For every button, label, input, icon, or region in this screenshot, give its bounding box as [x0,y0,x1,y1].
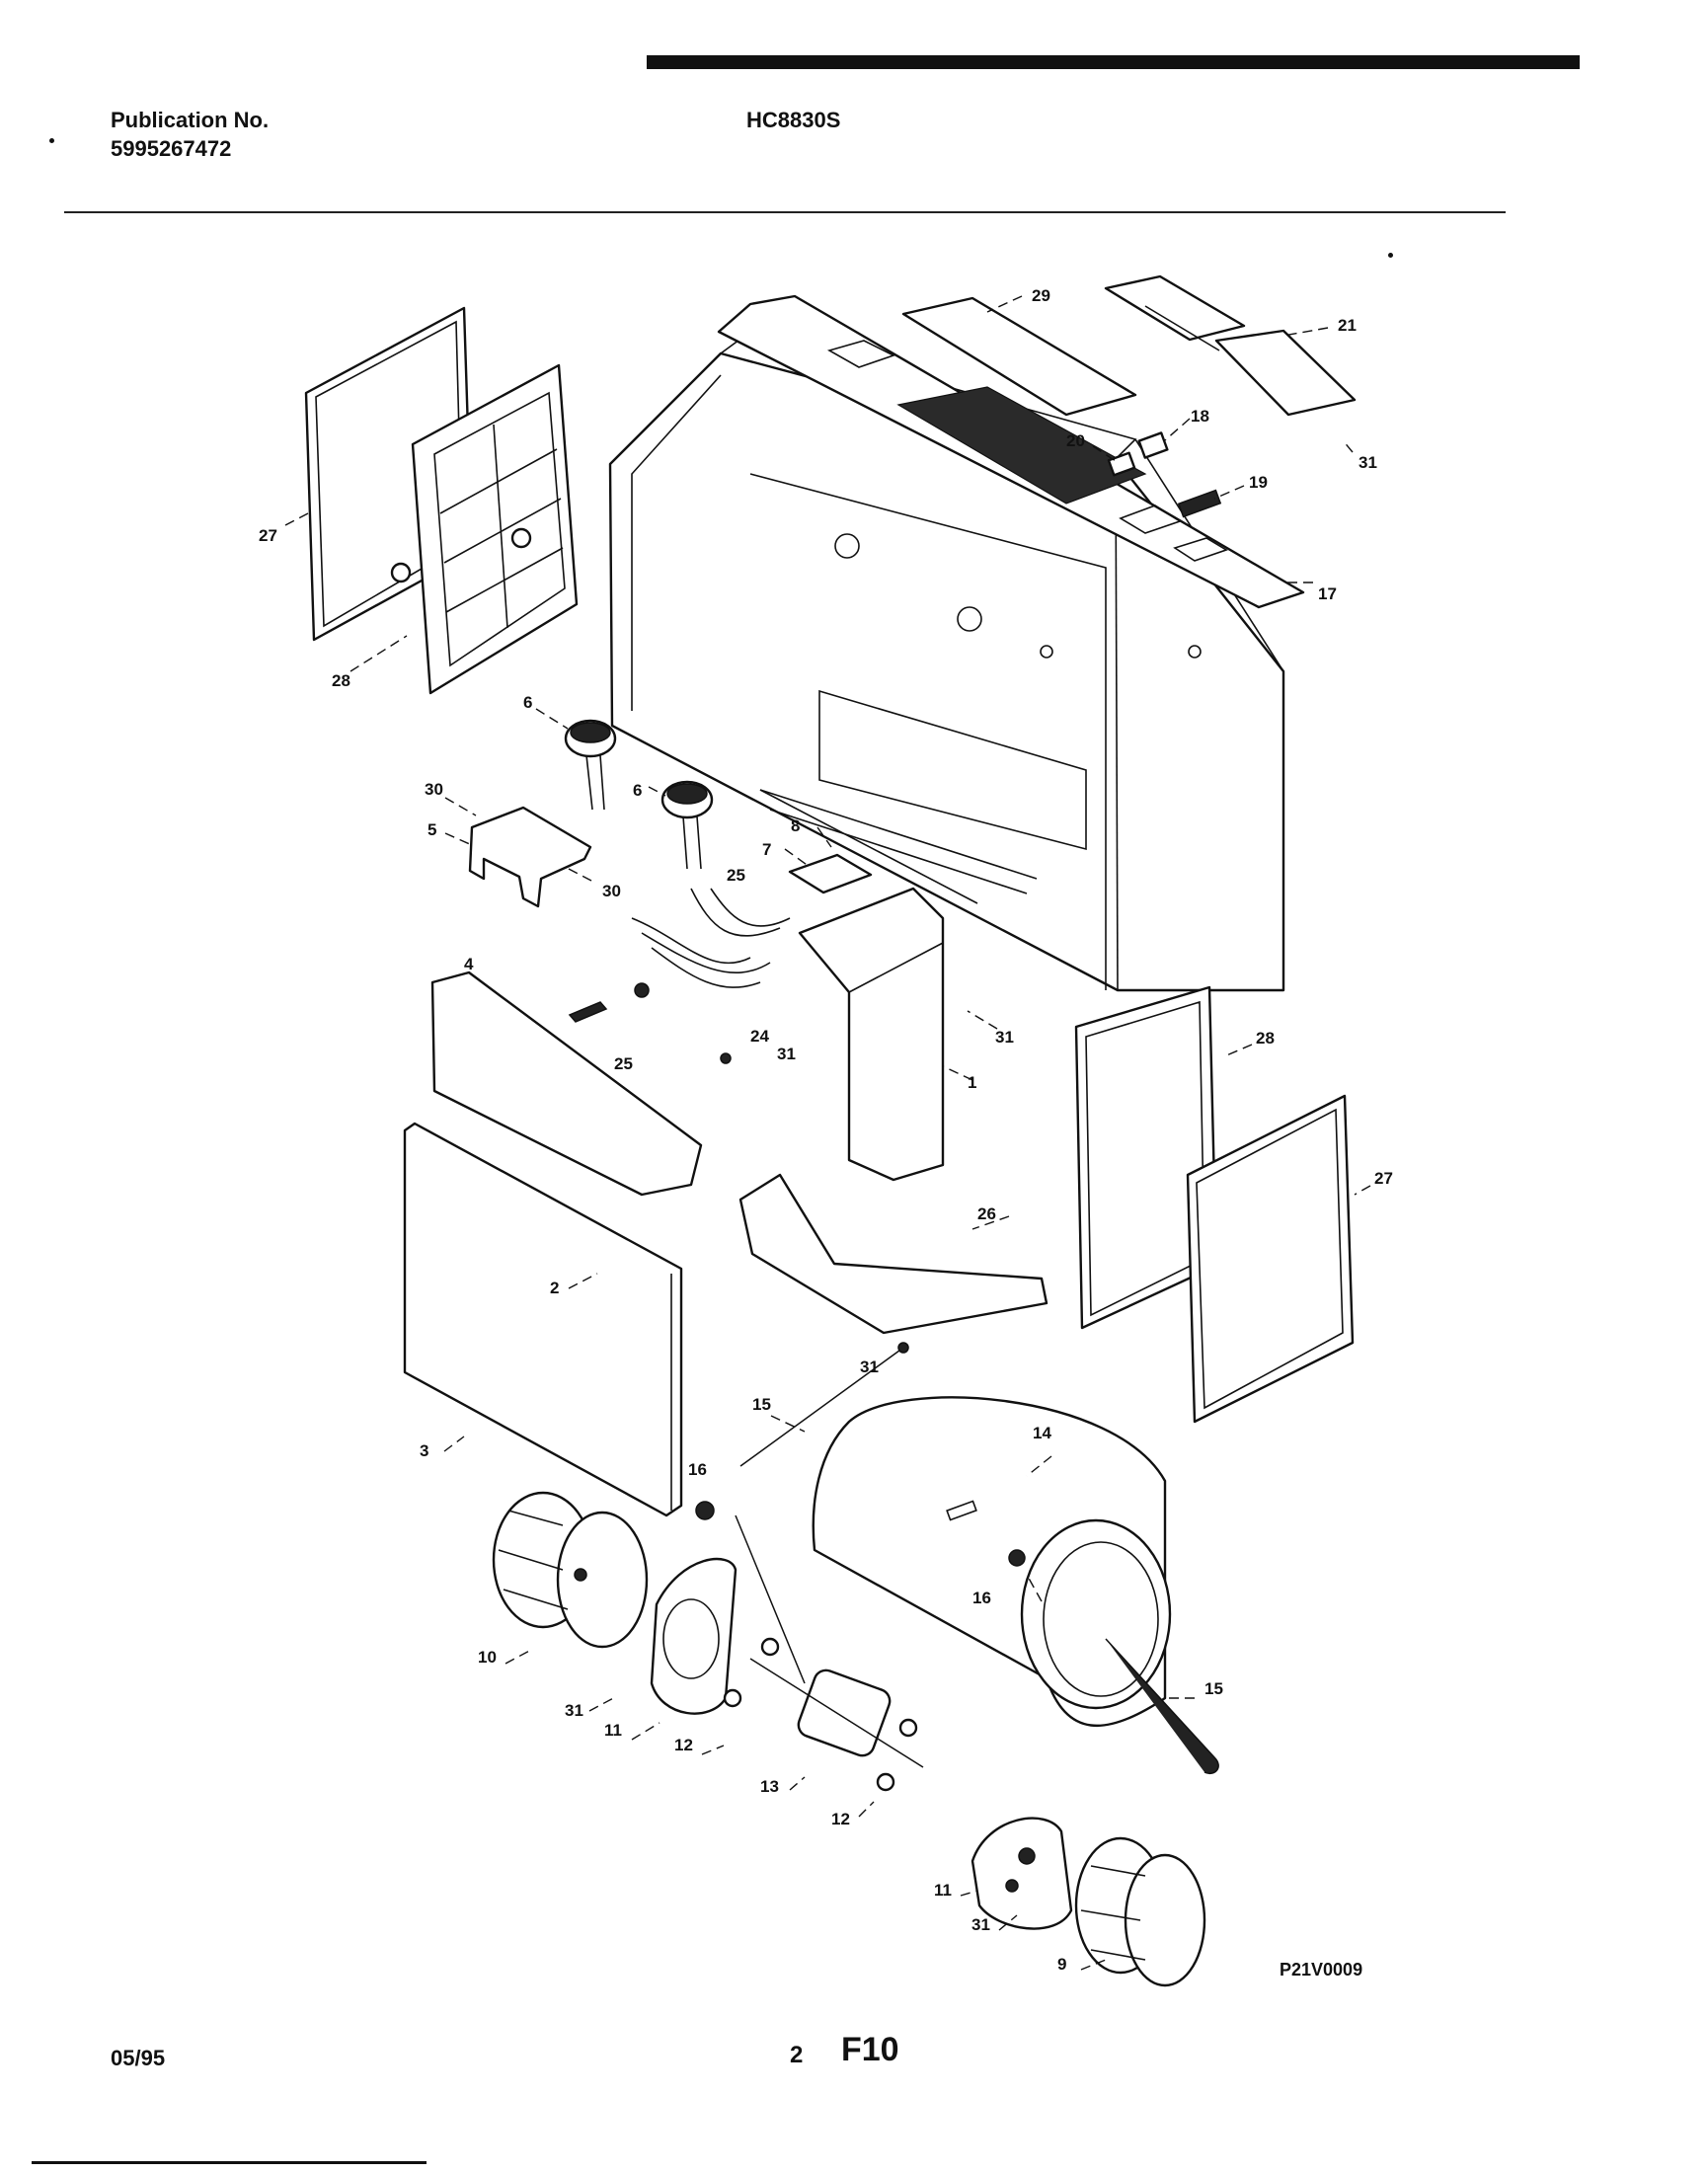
callout-9: 9 [1057,1955,1066,1974]
part-26-base-tray [738,1173,1048,1335]
part-15-tie-rod [1105,1638,1219,1774]
callout-31: 31 [777,1045,796,1063]
part-16-grommet [695,1501,715,1520]
callout-14: 14 [1033,1424,1051,1442]
callout-31: 31 [1359,453,1377,472]
callout-18: 18 [1191,407,1209,426]
part-10-blower-wheel [492,1491,649,1649]
part-12-nut [760,1637,780,1657]
callouts: 29 21 18 31 20 19 17 27 28 6 6 30 5 30 8… [259,286,1393,1974]
part-28-filter-left [390,363,579,695]
callout-19: 19 [1249,473,1268,492]
part-6-capacitor [660,780,714,870]
part-27-filter-frame-right [1186,1094,1355,1424]
part-20-clip [1107,451,1136,477]
part-13-fan-motor [735,1514,924,1768]
callout-29: 29 [1032,286,1050,305]
model-number: HC8830S [746,108,841,132]
callout-7: 7 [762,840,771,859]
top-heavy-rule [647,55,1580,69]
callout-16: 16 [972,1589,991,1607]
callout-26: 26 [977,1204,996,1223]
part-7-terminal-block [788,853,873,894]
callout-11: 11 [604,1721,622,1740]
callout-13: 13 [760,1777,779,1796]
part-12-nut [876,1772,895,1792]
figure-code: F10 [841,2031,899,2068]
publication-number: 5995267472 [111,136,232,161]
bottom-rule [32,2161,427,2164]
callout-28: 28 [1256,1029,1275,1048]
callout-21: 21 [1338,316,1357,335]
part-1-partition [798,887,945,1182]
header-divider [64,211,1506,213]
callout-31: 31 [565,1701,583,1720]
callout-30: 30 [602,882,621,900]
callout-17: 17 [1318,584,1337,603]
callout-28: 28 [332,671,350,690]
part-19-label [1177,489,1222,518]
callout-11: 11 [934,1881,952,1900]
callout-31: 31 [971,1915,990,1934]
callout-10: 10 [478,1648,497,1667]
part-29-gasket [901,296,1137,417]
leader-lines [284,295,1371,1971]
part-3-front-panel [403,1122,683,1517]
part-12-nut [723,1688,742,1708]
callout-6: 6 [523,693,532,712]
callout-24: 24 [750,1027,769,1046]
part-17-top-panel [717,294,1305,609]
callout-2: 2 [550,1279,559,1297]
callout-6: 6 [633,781,642,800]
callout-20: 20 [1066,431,1085,450]
callout-31: 31 [995,1028,1014,1047]
publication-date: 05/95 [111,2046,166,2070]
part-5-bracket [468,806,592,908]
part-14-scroll-housing [812,1396,1172,1728]
part-11-motor-mount [970,1817,1073,1930]
part-4-front-top-panel [430,971,703,1197]
margin-dot [49,138,54,143]
callout-15: 15 [752,1395,771,1414]
part-21-bracket [1104,274,1357,417]
callout-27: 27 [259,526,277,545]
control-rail [759,789,978,904]
callout-16: 16 [688,1460,707,1479]
part-6-capacitor [564,719,617,811]
page-number: 2 [790,2042,804,2068]
callout-12: 12 [831,1810,850,1828]
callout-30: 30 [425,780,443,799]
publication-label: Publication No. [111,108,270,132]
callout-12: 12 [674,1736,693,1754]
callout-31: 31 [860,1358,879,1376]
callout-1: 1 [968,1073,976,1092]
wire-harness [631,888,791,1064]
callout-27: 27 [1374,1169,1393,1188]
part-18-clip [1137,431,1169,459]
part-25-strain-relief [568,1001,608,1023]
callout-25: 25 [614,1054,633,1073]
callout-5: 5 [427,820,436,839]
margin-dot [1388,253,1393,258]
part-11-motor-mount [650,1557,738,1715]
callout-8: 8 [791,816,800,835]
part-12-nut [898,1718,918,1738]
part-15-tie-rod [739,1342,909,1467]
part-9-blower-wheel [1074,1836,1206,1987]
callout-4: 4 [464,955,474,973]
callout-3: 3 [420,1441,428,1460]
callout-25: 25 [727,866,745,885]
diagram-code: P21V0009 [1280,1960,1363,1980]
callout-15: 15 [1204,1679,1223,1698]
